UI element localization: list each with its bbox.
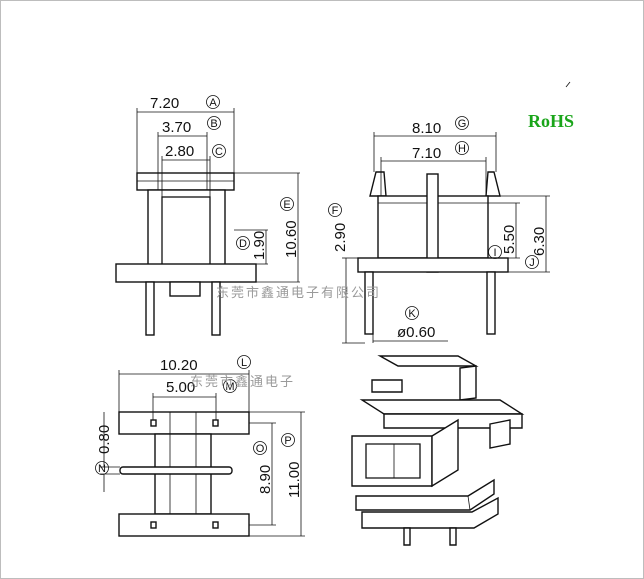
front-base-step	[169, 281, 201, 297]
dim-d-value: 1.90	[251, 231, 268, 260]
dim-o-letter: O	[256, 443, 265, 455]
dim-i-letter: I	[493, 247, 496, 259]
dim-b-value: 3.70	[162, 119, 191, 136]
iso-pin	[449, 527, 457, 546]
iso-core-side	[431, 418, 459, 488]
top-pin-hole	[150, 521, 157, 529]
dim-n-value: 0.80	[96, 425, 113, 454]
dim-k-value: ø0.60	[397, 324, 435, 341]
side-view: 8.10 G 7.10 H 2.90 F 5.50 I 6.30 J	[328, 116, 550, 344]
dim-i-value: 5.50	[501, 225, 518, 254]
iso-pin	[403, 527, 411, 546]
iso-base	[361, 496, 499, 529]
top-pin-hole	[212, 419, 219, 427]
iso-back-side	[459, 365, 477, 401]
top-pin-hole	[212, 521, 219, 529]
corner-mark	[565, 81, 571, 88]
dim-h-letter: H	[458, 143, 466, 155]
dim-m-value: 5.00	[166, 379, 195, 396]
dim-l-letter: L	[241, 357, 247, 369]
side-pin-left	[364, 271, 374, 335]
dim-g-letter: G	[458, 118, 467, 130]
dim-f-letter: F	[332, 205, 339, 217]
front-core-body	[147, 189, 226, 266]
dim-b-letter: B	[210, 118, 217, 130]
dim-o-value: 8.90	[257, 465, 274, 494]
iso-upper-flange-top	[359, 399, 525, 415]
dim-e-value: 10.60	[283, 220, 300, 258]
iso-upper-flange-front	[383, 413, 523, 429]
dim-j-value: 6.30	[531, 227, 548, 256]
iso-latch	[371, 379, 403, 393]
side-latch-right	[485, 171, 501, 197]
iso-back-top	[377, 355, 479, 367]
front-top-flange	[136, 172, 235, 191]
isometric-view	[351, 355, 525, 546]
top-pin-hole	[150, 419, 157, 427]
iso-core-window	[365, 443, 421, 479]
top-divider	[119, 466, 233, 475]
dim-p-letter: P	[284, 435, 291, 447]
dim-c-value: 2.80	[165, 143, 194, 160]
watermark-text: 东莞市鑫通电子有限公司	[216, 285, 381, 301]
watermark-text-fragment: 东莞市鑫通电子	[190, 374, 295, 390]
front-pin-right	[211, 281, 221, 336]
side-base	[357, 257, 509, 273]
dim-d-letter: D	[239, 238, 247, 250]
dim-e-letter: E	[283, 199, 290, 211]
rohs-badge: RoHS	[528, 111, 574, 131]
front-pin-left	[145, 281, 155, 336]
dim-j-letter: J	[529, 257, 535, 269]
dim-g-value: 8.10	[412, 120, 441, 137]
dim-p-value: 11.00	[286, 462, 303, 498]
dim-a-letter: A	[209, 97, 217, 109]
side-latch-left	[369, 171, 387, 197]
side-divider	[426, 173, 439, 273]
iso-upper-tab	[489, 419, 511, 449]
top-lower-flange	[118, 513, 250, 537]
dim-h-value: 7.10	[412, 145, 441, 162]
dim-k-letter: K	[408, 308, 416, 320]
side-pin-right	[486, 271, 496, 335]
front-view: 7.20 A 3.70 B 2.80 C 1.90 D 10.60 E	[115, 95, 300, 336]
dim-m-letter: M	[225, 381, 234, 393]
dim-f-value: 2.90	[332, 223, 349, 252]
front-base-flange	[115, 263, 257, 283]
top-upper-flange	[118, 411, 250, 435]
dim-l-value: 10.20	[160, 357, 198, 374]
dim-a-value: 7.20	[150, 95, 179, 112]
dim-c-letter: C	[215, 146, 223, 158]
dim-n-letter: N	[98, 463, 106, 475]
top-view: 10.20 L 5.00 M 0.80 N 8.90 O 11.00 P	[95, 355, 305, 537]
